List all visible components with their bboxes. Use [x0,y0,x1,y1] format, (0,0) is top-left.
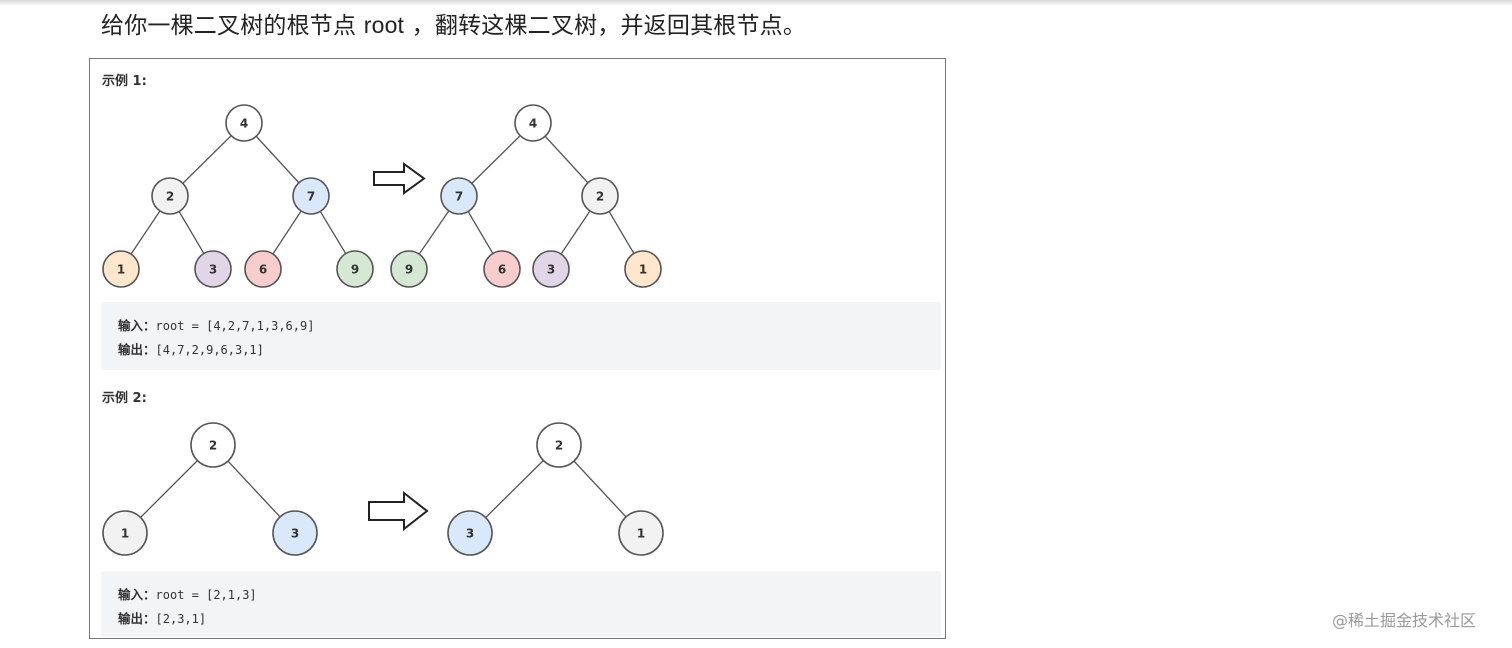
input-value: root = [2,1,3] [155,588,257,602]
svg-text:1: 1 [639,263,647,277]
svg-text:9: 9 [351,263,359,277]
tree-node: 7 [292,177,330,215]
arrow-right-icon [368,490,429,532]
problem-statement-prefix: 给你一棵二叉树的根节点 [101,13,364,39]
tree-node: 7 [440,177,478,215]
tree-node: 3 [272,510,318,556]
svg-text:2: 2 [596,190,604,204]
tree-node: 9 [390,250,428,288]
svg-text:3: 3 [466,527,474,541]
tree-node: 6 [483,250,521,288]
svg-text:2: 2 [555,439,563,453]
svg-text:6: 6 [259,263,267,277]
top-shadow [0,0,1512,6]
svg-text:2: 2 [209,439,217,453]
example-2-label: 示例 2: [102,391,147,406]
output-value: [2,3,1] [155,612,207,626]
svg-text:6: 6 [498,263,506,277]
svg-text:7: 7 [455,190,463,204]
example-2-after-tree: 2 3 1 [447,422,664,556]
output-key: 输出： [118,342,156,357]
problem-statement-suffix: ，翻转这棵二叉树，并返回其根节点。 [404,13,807,39]
tree-node: 4 [514,104,552,142]
svg-text:4: 4 [240,117,248,131]
output-value: [4,7,2,9,6,3,1] [155,343,264,357]
example-2-io-box: 输入：root = [2,1,3] 输出：[2,3,1] [101,571,941,637]
tree-node: 2 [581,177,619,215]
example-1-after-tree: 4 7 2 9 6 3 1 [390,104,662,288]
svg-text:4: 4 [529,117,537,131]
example-2-input-line: 输入：root = [2,1,3] [118,583,924,607]
tree-node: 1 [102,250,140,288]
problem-statement: 给你一棵二叉树的根节点 root ，翻转这棵二叉树，并返回其根节点。 [101,6,806,40]
tree-node: 3 [532,250,570,288]
tree-node: 2 [190,422,236,468]
svg-text:7: 7 [307,190,315,204]
example-2-output-line: 输出：[2,3,1] [118,607,924,631]
tree-node: 3 [194,250,232,288]
problem-statement-code: root [363,12,405,38]
watermark: @稀土掘金技术社区 [1332,611,1477,630]
svg-text:2: 2 [166,190,174,204]
example-2-before-tree: 2 1 3 [102,422,318,556]
example-1-io-box: 输入：root = [4,2,7,1,3,6,9] 输出：[4,7,2,9,6,… [101,302,941,370]
svg-text:1: 1 [117,263,125,277]
tree-node: 4 [225,104,263,142]
example-1-label: 示例 1: [102,74,147,89]
input-key: 输入： [118,318,156,333]
example-1-output-line: 输出：[4,7,2,9,6,3,1] [118,338,924,362]
svg-text:3: 3 [547,263,555,277]
svg-text:3: 3 [291,527,299,541]
tree-node: 3 [447,510,493,556]
arrow-right-icon [373,162,426,195]
input-key: 输入： [118,587,156,602]
tree-node: 9 [336,250,374,288]
tree-node: 6 [244,250,282,288]
tree-node: 2 [536,422,582,468]
example-1-input-line: 输入：root = [4,2,7,1,3,6,9] [118,314,924,338]
tree-node: 1 [618,510,664,556]
svg-text:3: 3 [209,263,217,277]
tree-node: 2 [151,177,189,215]
svg-text:1: 1 [637,527,645,541]
svg-text:9: 9 [405,263,413,277]
example-1-before-tree: 4 2 7 1 3 6 9 [102,104,374,288]
tree-node: 1 [102,510,148,556]
tree-node: 1 [624,250,662,288]
svg-text:1: 1 [121,527,129,541]
output-key: 输出： [118,611,156,626]
input-value: root = [4,2,7,1,3,6,9] [155,319,315,333]
